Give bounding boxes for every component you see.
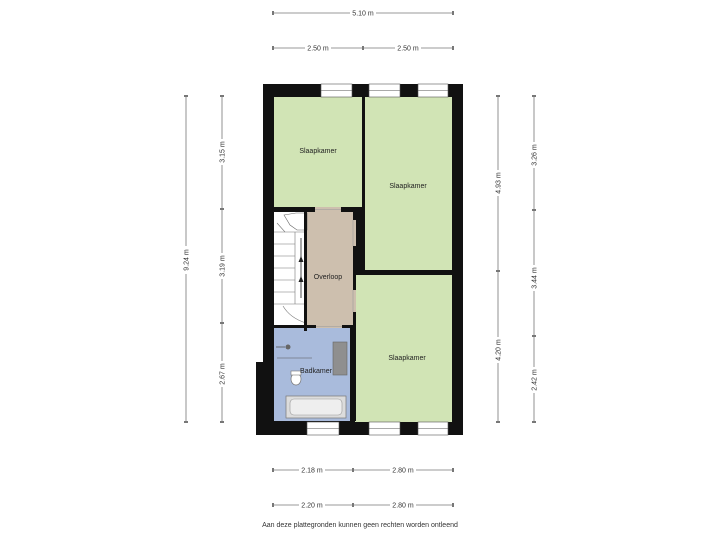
- dimension-right-inner: 4.93 m 4.20 m: [493, 95, 503, 423]
- dimension-label: 3.19 m: [220, 255, 227, 277]
- room-bedroom-top-left: [274, 97, 362, 207]
- dimension-label: 9.24 m: [184, 249, 191, 271]
- room-bedroom-bottom-right: [355, 275, 452, 422]
- dimension-label: 2.50 m: [397, 46, 419, 53]
- room-bedroom-top-right: [365, 97, 452, 270]
- dimension-label: 2.80 m: [392, 503, 414, 510]
- dimension-label: 3.26 m: [532, 144, 539, 166]
- staircase: [274, 212, 308, 325]
- dimension-label: 3.44 m: [532, 267, 539, 289]
- dimension-top-split: 2.50 m 2.50 m: [272, 43, 454, 53]
- room-label-bedroom-top-left: Slaapkamer: [299, 148, 337, 155]
- room-label-landing: Overloop: [314, 274, 343, 281]
- room-label-bedroom-top-right: Slaapkamer: [389, 183, 427, 190]
- dimension-label: 2.42 m: [532, 369, 539, 391]
- dimension-label: 2.18 m: [301, 468, 323, 475]
- room-landing: [307, 212, 350, 331]
- disclaimer-text: Aan deze plattegronden kunnen geen recht…: [262, 522, 458, 529]
- bathroom-fixtures: [276, 341, 348, 419]
- dimension-right-outer: 3.26 m 3.44 m 2.42 m: [529, 95, 539, 423]
- doors: [315, 207, 356, 328]
- dimension-label: 2.50 m: [307, 46, 329, 53]
- dimension-label: 4.93 m: [496, 172, 503, 194]
- dimension-left-total: 9.24 m: [181, 95, 191, 423]
- dimension-label: 2.80 m: [392, 468, 414, 475]
- dimension-label: 2.20 m: [301, 503, 323, 510]
- dimension-top-total: 5.10 m: [272, 8, 454, 18]
- room-label-bedroom-bottom-right: Slaapkamer: [388, 355, 426, 362]
- windows: [306, 83, 449, 436]
- dimension-label: 2.67 m: [220, 363, 227, 385]
- dimension-bottom-2: 2.20 m 2.80 m: [272, 500, 454, 510]
- dimension-label: 4.20 m: [496, 339, 503, 361]
- dimension-label: 5.10 m: [352, 11, 374, 18]
- dimension-bottom-1: 2.18 m 2.80 m: [272, 465, 454, 475]
- shower-tray: [332, 341, 348, 376]
- room-label-bathroom: Badkamer: [300, 368, 333, 375]
- dimension-label: 3.15 m: [220, 141, 227, 163]
- dimension-left-split: 3.15 m 3.19 m 2.67 m: [217, 95, 227, 423]
